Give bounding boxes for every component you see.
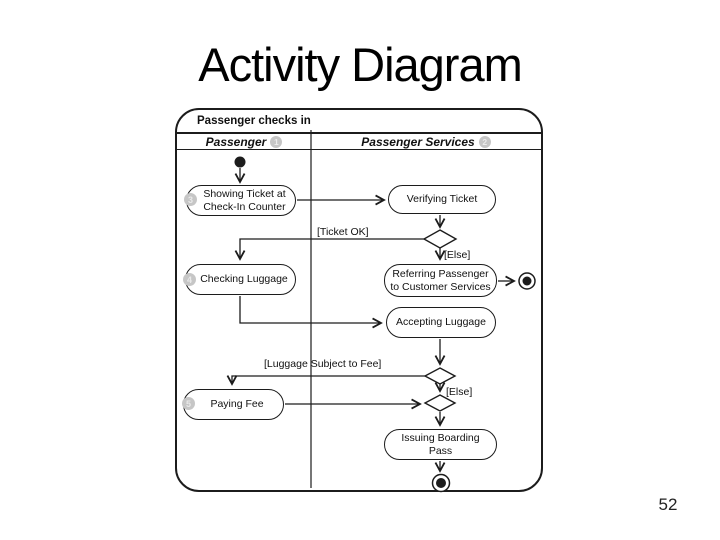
activity-badge-icon: 3 bbox=[184, 193, 197, 206]
lane-headers: Passenger 1 Passenger Services 2 bbox=[177, 132, 541, 150]
lane-label: Passenger Services bbox=[361, 134, 475, 149]
activity-badge-icon: 4 bbox=[183, 273, 196, 286]
lane-header-passenger: Passenger 1 bbox=[177, 134, 311, 149]
activity-checking-luggage: Checking Luggage bbox=[185, 264, 296, 295]
guard-luggage-fee: [Luggage Subject to Fee] bbox=[264, 358, 382, 370]
activity-label-line: Checking Luggage bbox=[200, 273, 288, 286]
activity-label-line: Showing Ticket at bbox=[203, 188, 286, 201]
frame-title: Passenger checks in bbox=[197, 115, 311, 127]
guard-else-ticket: [Else] bbox=[444, 249, 471, 261]
activity-label-line: Check-In Counter bbox=[203, 200, 286, 213]
page-number: 52 bbox=[658, 495, 678, 514]
guard-else-luggage: [Else] bbox=[446, 386, 473, 398]
activity-referring-passenger: Referring Passenger to Customer Services bbox=[384, 264, 497, 297]
lane-header-passenger-services: Passenger Services 2 bbox=[311, 134, 541, 149]
activity-label-line: Verifying Ticket bbox=[406, 193, 478, 206]
activity-label-line: Referring Passenger bbox=[392, 268, 489, 281]
activity-showing-ticket: Showing Ticket at Check-In Counter bbox=[186, 185, 296, 216]
slide-title: Activity Diagram bbox=[198, 38, 523, 91]
activity-badge-icon: 5 bbox=[182, 397, 195, 410]
activity-label-line: Issuing Boarding Pass bbox=[401, 432, 480, 457]
activity-issuing-boarding-pass: Issuing Boarding Pass bbox=[384, 429, 497, 460]
lane-badge-icon: 1 bbox=[270, 135, 283, 148]
lane-badge-icon: 2 bbox=[478, 135, 491, 148]
activity-diagram-frame: Passenger checks in Passenger 1 Passenge… bbox=[175, 108, 543, 492]
activity-verifying-ticket: Verifying Ticket bbox=[388, 185, 496, 214]
activity-paying-fee: Paying Fee bbox=[183, 389, 284, 420]
activity-label-line: Accepting Luggage bbox=[396, 316, 486, 329]
guard-ticket-ok: [Ticket OK] bbox=[317, 226, 369, 238]
activity-label-line: to Customer Services bbox=[390, 280, 491, 293]
activity-accepting-luggage: Accepting Luggage bbox=[386, 307, 496, 338]
lane-label: Passenger bbox=[205, 134, 267, 149]
activity-label-line: Paying Fee bbox=[210, 398, 264, 411]
